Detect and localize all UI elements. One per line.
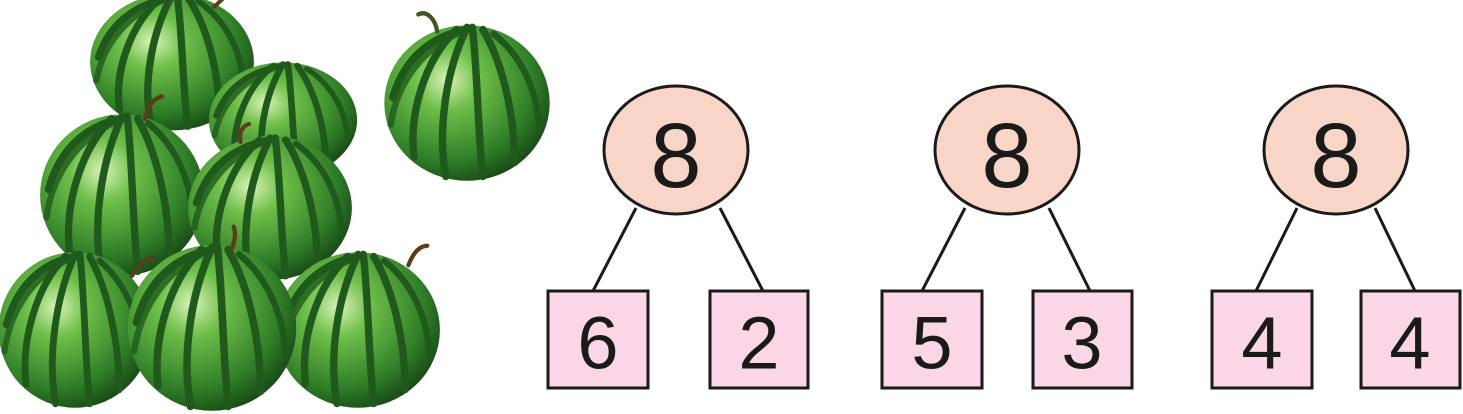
part-number: 6: [577, 302, 618, 385]
watermelon-icon: [40, 94, 204, 276]
bond-connector-line: [920, 207, 967, 292]
number-bond: 8 5 3: [880, 84, 1134, 390]
part-box: [1031, 289, 1134, 390]
part-number: 2: [738, 302, 779, 385]
watermelon-icon: [188, 122, 352, 280]
watermelon-pile-icon: [0, 0, 440, 411]
bond-connector-line: [1047, 207, 1092, 292]
part-box: [880, 289, 984, 390]
bond-connector-line: [591, 207, 638, 292]
part-box: [546, 289, 650, 390]
whole-number: 8: [981, 105, 1032, 207]
bond-connector-line: [1373, 207, 1417, 292]
bond-connector-line: [718, 207, 765, 292]
part-number: 4: [1241, 302, 1282, 385]
part-number: 5: [911, 302, 952, 385]
part-box: [708, 289, 810, 390]
whole-number: 8: [650, 105, 701, 207]
bond-connector-line: [1254, 207, 1299, 292]
part-number: 3: [1061, 302, 1102, 385]
watermelon-icon: [127, 224, 297, 411]
whole-circle: [602, 84, 750, 216]
whole-circle: [1262, 84, 1410, 216]
whole-number: 8: [1310, 105, 1361, 207]
number-bond: 8 4 4: [1210, 84, 1462, 390]
watermelon-icon: [0, 252, 156, 408]
part-number: 4: [1389, 302, 1430, 385]
watermelon-icon: [90, 0, 254, 131]
number-bond: 8 6 2: [546, 84, 810, 390]
part-box: [1210, 289, 1314, 390]
part-box: [1359, 289, 1462, 390]
watermelon-icon: [276, 243, 440, 408]
watermelon-icon: [384, 11, 550, 181]
whole-circle: [933, 84, 1081, 216]
